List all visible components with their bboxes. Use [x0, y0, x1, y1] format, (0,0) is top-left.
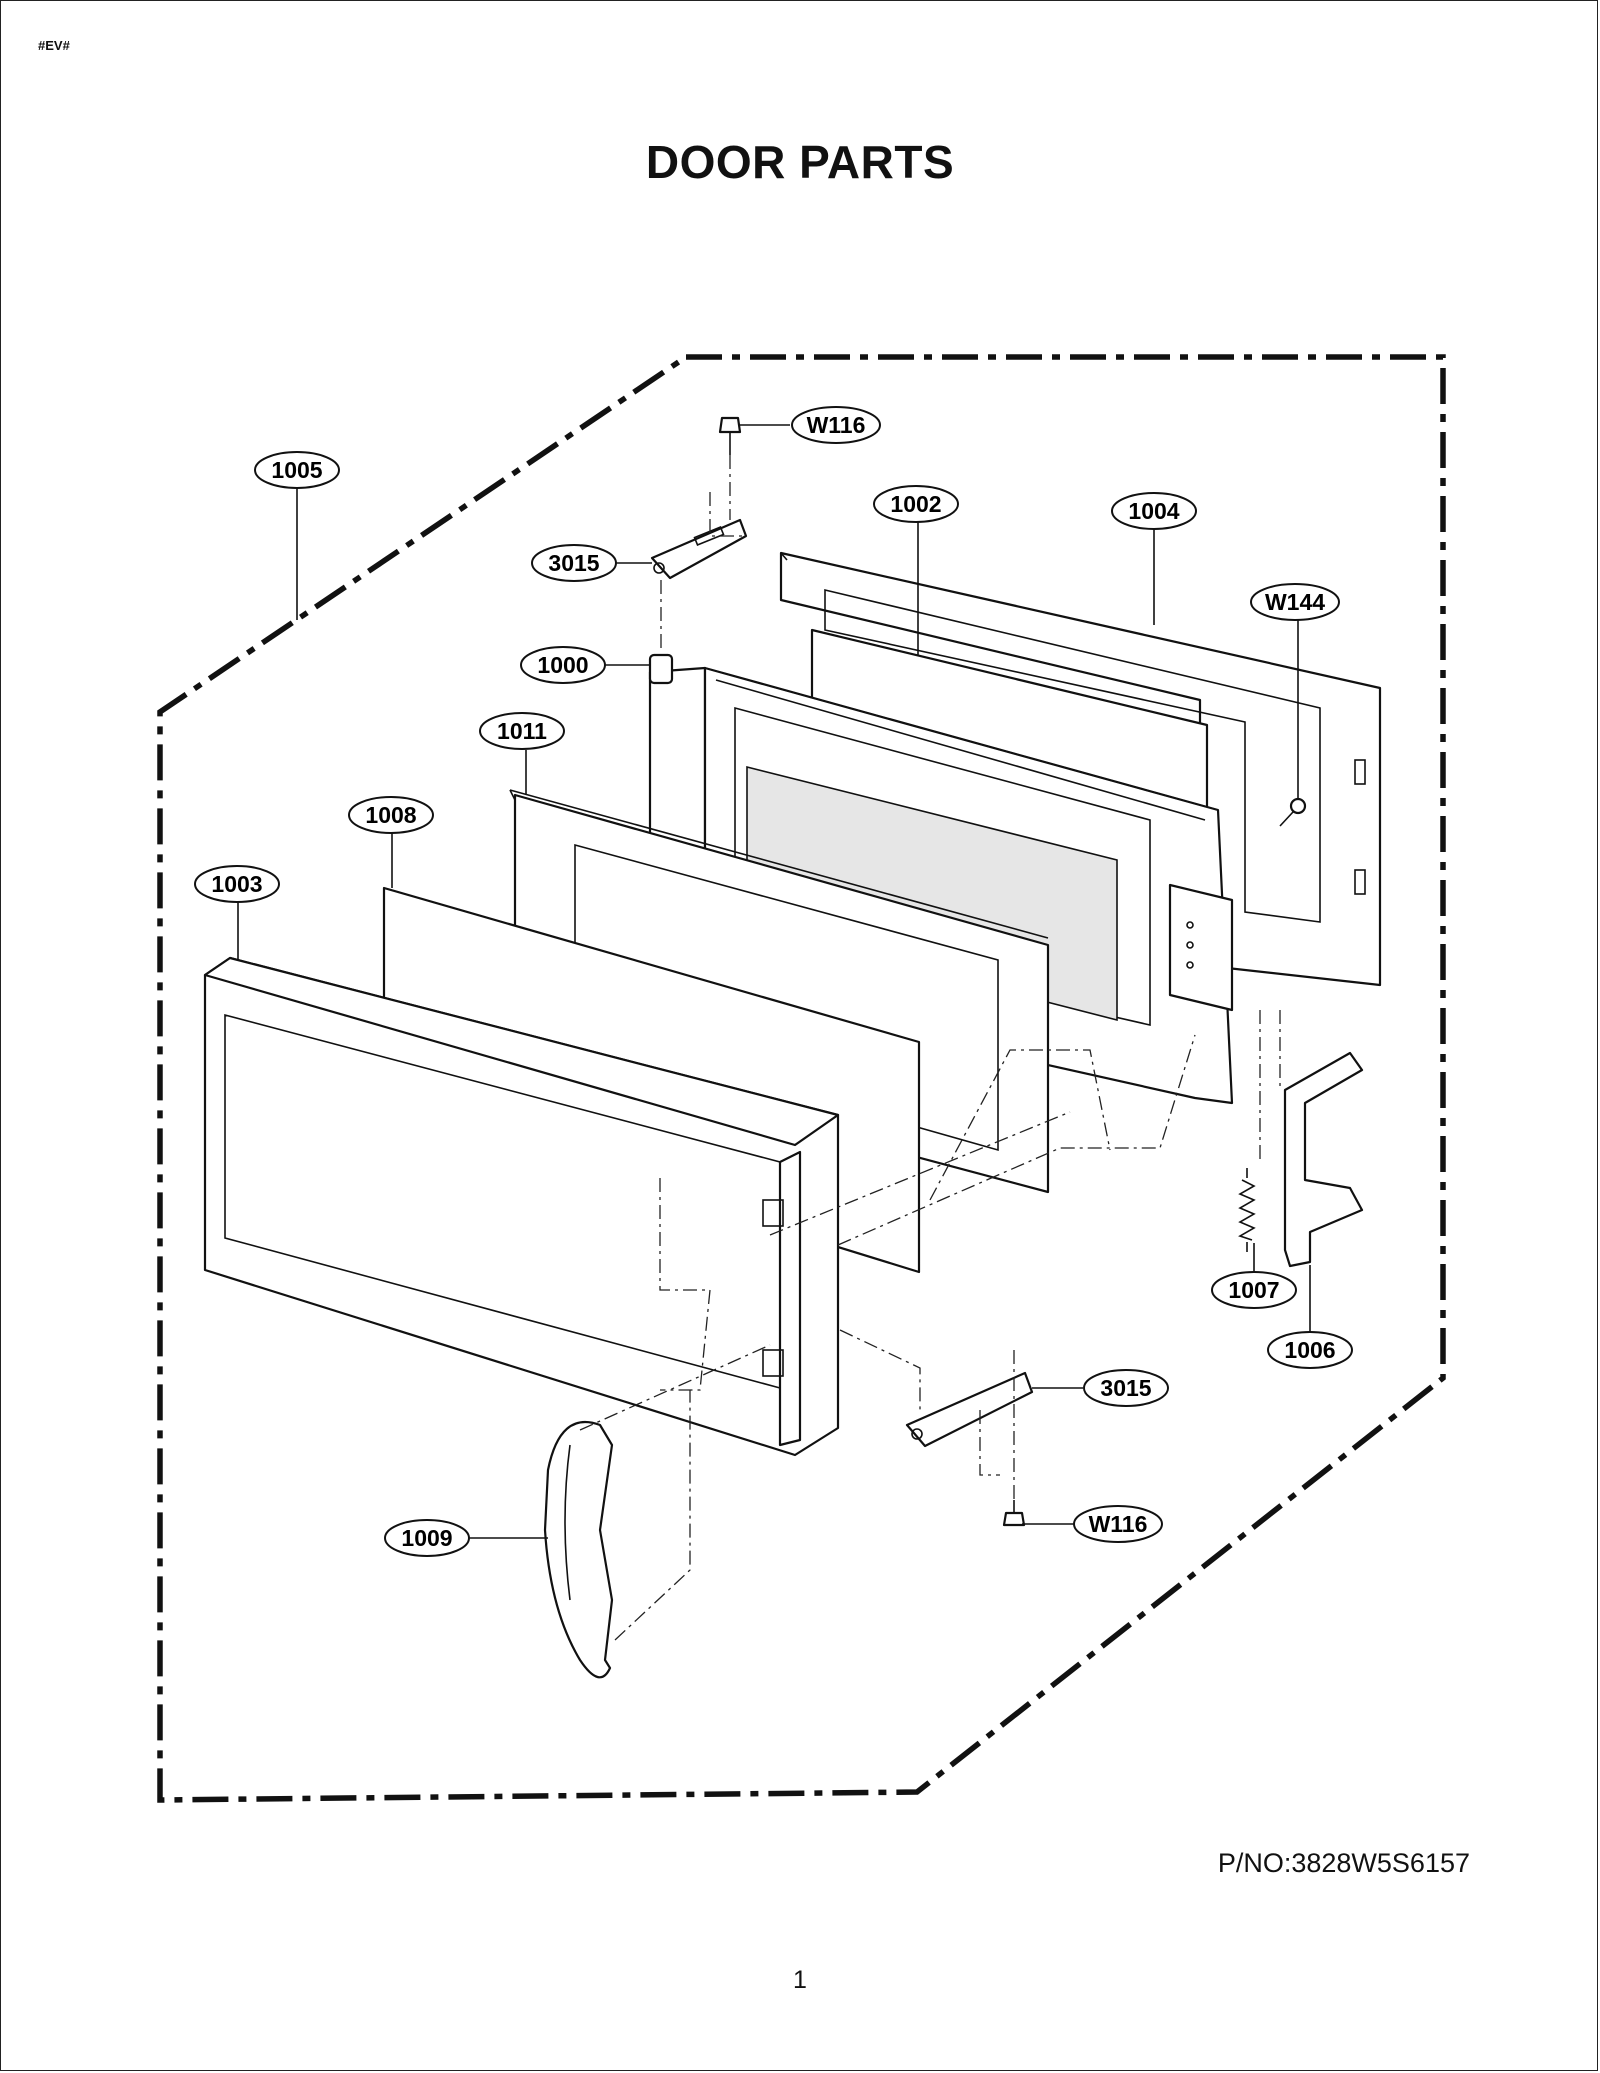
svg-text:1006: 1006: [1284, 1337, 1335, 1363]
svg-text:3015: 3015: [548, 550, 599, 576]
part-3015-bottom-hinge: [905, 1371, 1034, 1448]
svg-text:1007: 1007: [1228, 1277, 1279, 1303]
part-1007-spring: [1238, 1168, 1256, 1252]
part-1009-handle: [543, 1420, 614, 1679]
assembly-guides: [579, 455, 1281, 1641]
part-1000-latch: [648, 653, 674, 685]
part-1003-front-frame: [203, 956, 840, 1457]
svg-text:1004: 1004: [1128, 498, 1179, 524]
part-w116-top-screw: [718, 416, 742, 455]
part-1006-latch-lever: [1283, 1051, 1364, 1268]
callout-w116-bottom: W116: [1073, 1505, 1163, 1543]
part-3015-top-hinge: [650, 518, 748, 580]
callout-3015-top: 3015: [531, 544, 617, 582]
callout-1009: 1009: [384, 1519, 470, 1557]
part-w144-screw: [1279, 797, 1307, 827]
callout-1008: 1008: [348, 796, 434, 834]
svg-text:W144: W144: [1265, 589, 1325, 615]
callout-1007: 1007: [1211, 1271, 1297, 1309]
svg-text:1003: 1003: [211, 871, 262, 897]
callout-1011: 1011: [479, 712, 565, 750]
assembly-boundary: [157, 354, 1446, 1803]
svg-text:1009: 1009: [401, 1525, 452, 1551]
callout-1002: 1002: [873, 485, 959, 523]
svg-text:W116: W116: [807, 412, 866, 438]
svg-text:1000: 1000: [537, 652, 588, 678]
callout-1005: 1005: [254, 451, 340, 489]
part-w116-bottom-screw: [1002, 1500, 1026, 1527]
callout-3015-bottom: 3015: [1083, 1369, 1169, 1407]
corner-tag: #EV#: [38, 38, 70, 53]
svg-text:1011: 1011: [497, 718, 547, 744]
callout-1004: 1004: [1111, 492, 1197, 530]
callout-w116-top: W116: [791, 406, 881, 444]
callout-1006: 1006: [1267, 1331, 1353, 1369]
svg-text:W116: W116: [1089, 1511, 1148, 1537]
part-number-label: P/NO:3828W5S6157: [1217, 1848, 1470, 1878]
callout-1000: 1000: [520, 646, 606, 684]
callout-1003: 1003: [194, 865, 280, 903]
svg-text:1002: 1002: [890, 491, 941, 517]
page-title: DOOR PARTS: [645, 136, 955, 188]
leader-lines: [237, 424, 1311, 1539]
svg-text:1005: 1005: [271, 457, 322, 483]
page-number: 1: [793, 1966, 807, 1994]
callout-w144: W144: [1250, 583, 1340, 621]
svg-text:3015: 3015: [1100, 1375, 1151, 1401]
svg-text:1008: 1008: [365, 802, 416, 828]
